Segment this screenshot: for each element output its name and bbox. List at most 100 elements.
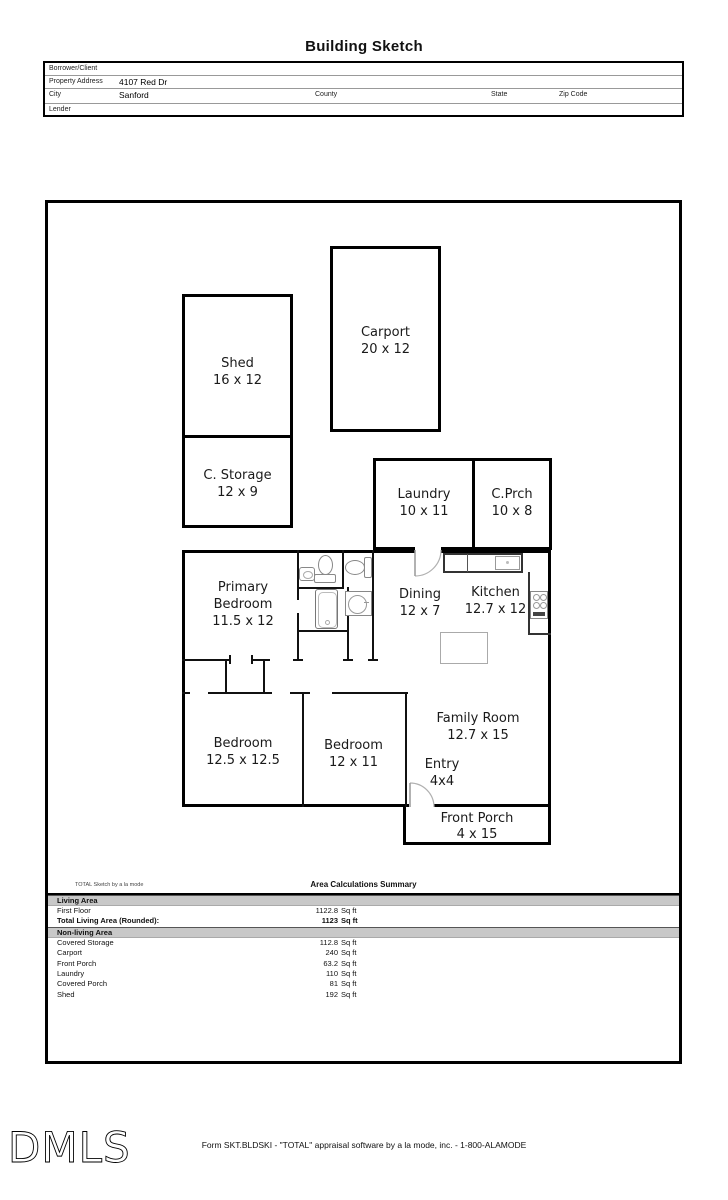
table-row: Front Porch 63.2 Sq ft: [48, 959, 679, 969]
door-jamb: [343, 659, 353, 661]
wall-segment: [297, 630, 349, 632]
wall-segment: [332, 692, 408, 694]
form-row-borrower: Borrower/Client: [45, 63, 682, 76]
floor-plan: Shed 16 x 12 C. Storage 12 x 9 Carport 2…: [48, 203, 679, 1061]
closet-wall: [225, 659, 227, 694]
dmls-logo-text: DMLS: [8, 1123, 131, 1172]
wall-segment: [342, 550, 344, 587]
state-label: State: [491, 91, 508, 98]
lender-label: Lender: [49, 106, 71, 113]
row-label: Front Porch: [57, 958, 97, 968]
page-title: Building Sketch: [305, 38, 423, 55]
row-value: 1123: [321, 916, 338, 926]
family-room-wall: [405, 692, 407, 807]
row-value: 81: [329, 979, 338, 989]
closet-wall: [263, 659, 265, 694]
row-unit: Sq ft: [341, 979, 357, 989]
wall-segment: [252, 659, 270, 661]
room-name: Family Room: [436, 711, 520, 726]
city-label: City: [49, 91, 62, 98]
room-name: Bedroom: [213, 736, 273, 751]
wall-segment: [208, 692, 272, 694]
table-row: Covered Storage 112.8 Sq ft: [48, 938, 679, 948]
table-row: Carport 240 Sq ft: [48, 948, 679, 958]
borrower-label: Borrower/Client: [49, 65, 98, 72]
counter-divider: [467, 554, 468, 572]
wall-segment: [347, 587, 349, 659]
toilet-tank-icon: [364, 557, 372, 578]
door-arcs: [409, 549, 442, 808]
kitchen-island: [440, 632, 488, 664]
row-unit: Sq ft: [341, 948, 357, 958]
form-row-lender: Lender: [45, 104, 682, 116]
row-label: Covered Storage: [57, 937, 114, 947]
shed-outline: [182, 294, 293, 438]
row-value: 63.2: [323, 958, 338, 968]
door-jamb: [251, 655, 253, 664]
room-dims: 12.7 x 15: [447, 728, 509, 743]
room-name: Kitchen: [471, 585, 520, 600]
property-address-label: Property Address: [49, 78, 103, 85]
room-label-bedroom-middle: Bedroom 12 x 11: [304, 737, 403, 771]
room-dims: 12 x 11: [328, 755, 379, 770]
room-name: C. Storage: [203, 468, 272, 483]
room-dims: 12 x 7: [399, 604, 441, 619]
living-area-header: Living Area: [48, 895, 679, 906]
non-living-area-header: Non-living Area: [48, 926, 679, 938]
row-unit: Sq ft: [341, 968, 357, 978]
room-label-shed: Shed 16 x 12: [182, 355, 293, 389]
row-unit: Sq ft: [341, 906, 357, 915]
row-unit: Sq ft: [341, 916, 358, 926]
room-dims: 11.5 x 12: [212, 614, 274, 629]
row-label: Carport: [57, 948, 83, 958]
footer-form-line: Form SKT.BLDSKI - "TOTAL" appraisal soft…: [201, 1140, 527, 1150]
room-label-covered-storage: C. Storage 12 x 9: [182, 467, 293, 501]
form-row-city: City Sanford County State Zip Code: [45, 89, 682, 104]
door-jamb: [182, 692, 190, 694]
wall-segment: [297, 550, 299, 600]
row-label: Shed: [57, 989, 75, 999]
room-dims: 4x4: [429, 774, 455, 789]
door-jamb: [368, 659, 378, 661]
room-name: Primary Bedroom: [213, 580, 273, 612]
room-label-kitchen: Kitchen 12.7 x 12: [448, 584, 543, 618]
bedroom-divider-wall: [302, 692, 304, 807]
row-value: 112.8: [319, 937, 338, 947]
table-row-total: Total Living Area (Rounded): 1123 Sq ft: [48, 916, 679, 926]
room-label-entry: Entry 4x4: [411, 756, 473, 790]
room-name: Front Porch: [440, 811, 514, 826]
vanity-sink-icon: [345, 591, 372, 616]
city-value: Sanford: [119, 90, 149, 100]
counter-edge: [528, 633, 551, 635]
row-value: 240: [325, 948, 338, 958]
wall-segment: [297, 587, 344, 589]
door-opening: [415, 545, 441, 556]
property-form: Borrower/Client Property Address 4107 Re…: [43, 61, 684, 117]
wall-segment: [182, 659, 230, 661]
carport-outline: [330, 246, 441, 432]
table-row: First Floor 1122.8 Sq ft: [48, 906, 679, 916]
room-dims: 12 x 9: [217, 485, 258, 500]
area-calculations-table: Living Area First Floor 1122.8 Sq ft Tot…: [48, 895, 679, 1000]
room-dims: 12.5 x 12.5: [206, 753, 280, 768]
form-row-property-address: Property Address 4107 Red Dr: [45, 76, 682, 89]
room-label-carport: Carport 20 x 12: [330, 324, 441, 358]
row-label: Total Living Area (Rounded):: [57, 916, 160, 926]
wall-segment: [372, 550, 374, 659]
room-name: Entry: [424, 757, 460, 772]
covered-storage-outline: [182, 435, 293, 528]
covered-porch-outline: [472, 458, 552, 550]
room-label-family-room: Family Room 12.7 x 15: [407, 710, 549, 744]
wall-segment: [297, 613, 299, 659]
door-jamb: [293, 659, 303, 661]
counter-edge: [528, 572, 530, 635]
bathtub-icon: [315, 589, 338, 629]
table-row: Shed 192 Sq ft: [48, 990, 679, 1000]
room-label-covered-porch: C.Prch 10 x 8: [472, 486, 552, 520]
row-label: First Floor: [57, 906, 91, 915]
row-label: Laundry: [57, 968, 85, 978]
kitchen-sink-icon: [495, 556, 520, 570]
room-label-front-porch: Front Porch 4 x 15: [403, 811, 551, 843]
wall-segment: [290, 692, 310, 694]
